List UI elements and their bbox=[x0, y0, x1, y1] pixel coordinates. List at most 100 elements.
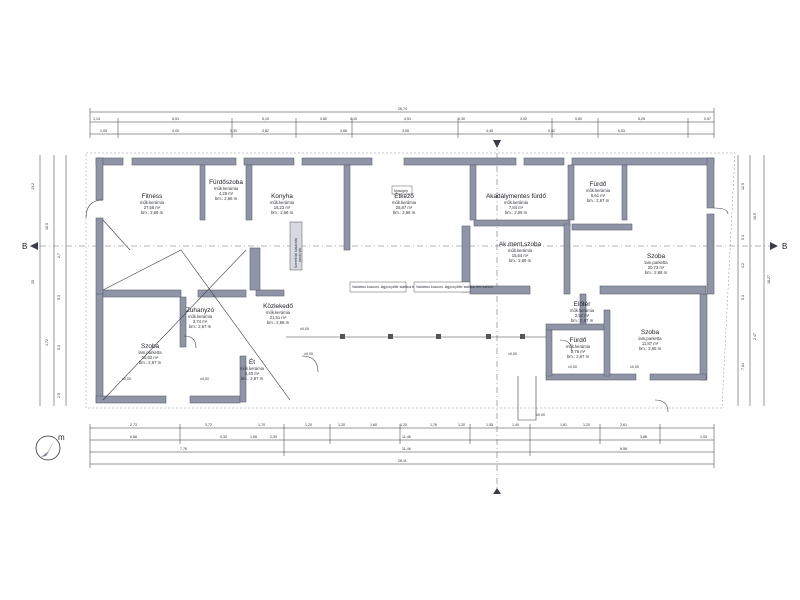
room-area: 7,84 m² bbox=[509, 205, 524, 210]
dim-label: 0,57 bbox=[704, 117, 711, 121]
dim-label: 0,60 bbox=[575, 117, 582, 121]
dim-label: 5,3 bbox=[57, 345, 61, 350]
room-area: 5,61 m² bbox=[591, 193, 606, 198]
room-height: bm.: 2,67 m bbox=[567, 354, 590, 359]
dim-label: 6,51 bbox=[172, 117, 179, 121]
room-name: Fitness bbox=[142, 193, 163, 200]
room-height: bm.: 2,66 m bbox=[505, 210, 528, 215]
dimensions-left: 13,2 10,5 2,7 25 5,3 4,72 5,3 2,5 bbox=[31, 155, 67, 406]
dim-label: 25 bbox=[31, 280, 35, 284]
dim-label: 1,40 bbox=[512, 423, 519, 427]
room-name: Fürdő bbox=[570, 337, 587, 344]
dimensions-bottom: 2,73 3,72 1,70 1,20 1,20 1,60 1,20 1,76 … bbox=[89, 423, 715, 468]
room-floor: műk.kerámia bbox=[508, 248, 533, 253]
dim-label: 5,3 bbox=[57, 295, 61, 300]
beam-note-1: Vasbeton koszorú. lágyva pillér statikus… bbox=[352, 285, 429, 289]
section-mark-left: B bbox=[22, 242, 27, 251]
dim-label: 3,08 bbox=[402, 129, 409, 133]
dimensions-top: 26,74 1,14 6,51 5,10 3,80 0,10 4,51 0,30… bbox=[89, 107, 715, 138]
room-area: 25,87 m² bbox=[396, 205, 413, 210]
room-name: Étkező bbox=[394, 191, 414, 200]
dim-label: 4,72 bbox=[45, 339, 49, 346]
room-area: 27,56 m² bbox=[144, 205, 161, 210]
room-name: Zuhanyzó bbox=[186, 307, 215, 314]
room-akmentszoba: Ak.ment.szoba műk.kerámia 15,64 m² bm.: … bbox=[499, 241, 542, 263]
dim-label: 3,82 bbox=[262, 129, 269, 133]
room-szoba-south-west: Szoba lam.parketta 15,62 m² bm.: 2,67 m bbox=[138, 343, 162, 365]
dim-label: 4,45 bbox=[486, 129, 493, 133]
door-swings bbox=[85, 199, 729, 413]
room-floor: lam.parketta bbox=[644, 260, 668, 265]
stair-note-1: Szerelt fal kialakítás bbox=[294, 238, 298, 268]
room-name: Előtér bbox=[574, 301, 592, 308]
room-height: bm.: 2,67 m bbox=[139, 360, 162, 365]
room-area: 15,64 m² bbox=[512, 253, 529, 258]
stair-note-2: tarolo stb bbox=[298, 248, 302, 262]
dim-label: 1,60 bbox=[370, 423, 377, 427]
room-floor: műk.kerámia bbox=[570, 308, 595, 313]
room-floor: műk.kerámia bbox=[140, 200, 165, 205]
room-area: 4,26 m² bbox=[219, 191, 234, 196]
dim-label: 1,20 bbox=[583, 423, 590, 427]
room-et: Ét műk.kerámia 4,40 m² bm.: 2,67 m bbox=[240, 357, 265, 381]
north-arrow-icon: m bbox=[35, 433, 65, 461]
room-height: bm.: 2,67 m bbox=[189, 324, 212, 329]
dim-label: 18,27 bbox=[767, 275, 771, 284]
washer-label: Mosógép bbox=[394, 189, 408, 193]
dim-label: 5,25 bbox=[638, 117, 645, 121]
room-furdo-south: Fürdő műk.kerámia 2,76 m² bm.: 2,67 m bbox=[566, 337, 591, 359]
level-mark: ±0,00 bbox=[300, 327, 309, 331]
room-floor: lam.parketta bbox=[138, 350, 162, 355]
dim-label: 1,20 bbox=[338, 423, 345, 427]
dim-label: 0,30 bbox=[458, 117, 465, 121]
dim-label: 0,30 bbox=[230, 129, 237, 133]
room-konyha: Konyha műk.kerámia 18,23 m² bm.: 2,66 m bbox=[270, 193, 295, 215]
dim-label: 1,61 bbox=[560, 423, 567, 427]
dim-label: 1,14 bbox=[93, 117, 100, 121]
dim-label: 7,04 bbox=[741, 363, 745, 370]
dim-label: 1,70 bbox=[258, 423, 265, 427]
dim-label: 4,51 bbox=[404, 117, 411, 121]
room-name: Ak.ment.szoba bbox=[499, 241, 542, 248]
level-mark: ±0,00 bbox=[200, 377, 209, 381]
room-zuhanyzo: Zuhanyzó műk.kerámia 3,74 m² bm.: 2,67 m bbox=[186, 307, 215, 329]
dimensions-right: 12,5 10,5 5,3 4,2 18,27 5,3 2,47 7,04 bbox=[737, 155, 771, 406]
beam-notes: Vasbeton koszorú. lágyva pillér statikus… bbox=[349, 281, 493, 293]
section-line-b: B B bbox=[22, 242, 787, 251]
section-line-a bbox=[493, 140, 501, 494]
dim-label: 6,53 bbox=[618, 129, 625, 133]
section-mark-right: B bbox=[782, 242, 787, 251]
level-markers: ±0,00 ±0,00 ±0,00 ±0,00 ±0,00 ±0,00 ±0,0… bbox=[122, 327, 639, 417]
dim-label: 3,80 bbox=[320, 117, 327, 121]
dim-label: 2,47 bbox=[753, 333, 757, 340]
washer: Mosógép bbox=[391, 185, 413, 195]
room-area: 21,51 m² bbox=[270, 315, 287, 320]
room-name: Akadálymentes fürdő bbox=[486, 193, 546, 200]
room-name: Fürdő bbox=[590, 181, 607, 188]
dim-label: 3,72 bbox=[205, 423, 212, 427]
ramp: Szerelt fal kialakítás tarolo stb bbox=[289, 221, 303, 271]
level-mark: ±0,00 bbox=[304, 352, 313, 356]
room-height: bm.: 2,66 m bbox=[509, 258, 532, 263]
roof-projection-lines bbox=[102, 219, 291, 401]
room-height: bm.: 2,65 m bbox=[639, 346, 662, 351]
room-name: Szoba bbox=[641, 329, 660, 336]
dim-label: 12,5 bbox=[741, 183, 745, 190]
level-mark: ±0,00 bbox=[630, 365, 639, 369]
dim-label: 3,88 bbox=[640, 435, 647, 439]
room-area: 20,73 m² bbox=[648, 265, 665, 270]
dim-label: 5,3 bbox=[741, 235, 745, 240]
level-mark: ±0,00 bbox=[122, 377, 131, 381]
dim-label: 1,76 bbox=[430, 423, 437, 427]
room-name: Szoba bbox=[647, 253, 666, 260]
dim-label: 7,76 bbox=[180, 447, 187, 451]
dim-label: 4,2 bbox=[741, 263, 745, 268]
dim-label: 3,66 bbox=[340, 129, 347, 133]
room-floor: műk.kerámia bbox=[266, 310, 291, 315]
walls bbox=[95, 157, 715, 404]
dim-label: 11,46 bbox=[402, 435, 411, 439]
level-mark: ±0,00 bbox=[568, 365, 577, 369]
dim-label: 10,5 bbox=[753, 213, 757, 220]
room-area: 2,76 m² bbox=[571, 349, 586, 354]
dim-label: 5,3 bbox=[741, 295, 745, 300]
